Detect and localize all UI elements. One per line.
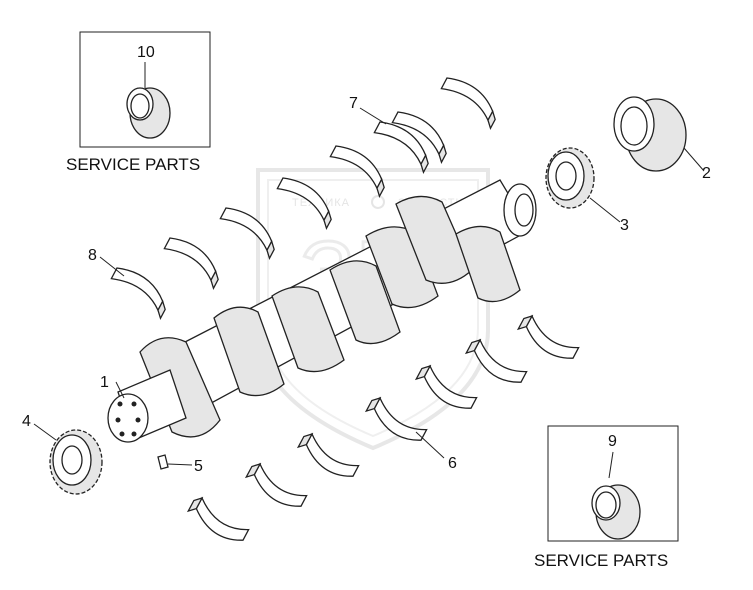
bearing-shell-icon: [219, 207, 275, 260]
bearing-shell-icon: [163, 237, 219, 290]
bearing-shell-icon: [244, 462, 308, 507]
service-box-bottom-label: SERVICE PARTS: [534, 551, 668, 570]
bearing-shell-icon: [186, 496, 250, 541]
callouts: 1 2 3 4 5 6 7 8: [22, 95, 711, 475]
upper-bearing-shells: [110, 77, 496, 320]
bearing-shell-icon: [296, 432, 360, 477]
service-box-bottom-number: 9: [608, 433, 617, 450]
lower-bearing-shells: [186, 314, 580, 541]
bearing-shell-icon: [276, 177, 332, 230]
crankshaft-icon: [107, 179, 537, 443]
bearing-shell-icon: [440, 77, 496, 130]
rear-seal-icon: [613, 96, 687, 172]
bearing-shell-icon: [414, 364, 478, 409]
callout-3: 3: [620, 217, 629, 234]
bearing-shell-icon: [516, 314, 580, 359]
seal-ring-icon: [126, 87, 171, 139]
watermark-gear-icon: [371, 195, 385, 209]
service-box-top-label: SERVICE PARTS: [66, 155, 200, 174]
bearing-shell-icon: [329, 145, 385, 198]
service-box-top: 10 SERVICE PARTS: [66, 31, 211, 174]
bearing-shell-icon: [464, 338, 528, 383]
callout-8: 8: [88, 247, 97, 264]
pin-icon: [157, 454, 169, 470]
bearing-shell-icon: [373, 121, 429, 174]
callout-5: 5: [194, 458, 203, 475]
callout-4: 4: [22, 413, 31, 430]
callout-6: 6: [448, 455, 457, 472]
seal-ring-icon: [591, 484, 641, 540]
service-box-bottom: 9 SERVICE PARTS: [534, 425, 679, 570]
service-box-top-number: 10: [137, 44, 155, 61]
bearing-shell-icon: [364, 396, 428, 441]
callout-7: 7: [349, 95, 358, 112]
gear-icon: [545, 147, 595, 209]
leader-lines: [33, 107, 705, 466]
callout-2: 2: [702, 165, 711, 182]
callout-1: 1: [100, 374, 109, 391]
bearing-shell-icon: [110, 267, 166, 320]
bearing-shell-icon: [391, 111, 447, 164]
gear-icon: [49, 429, 103, 495]
